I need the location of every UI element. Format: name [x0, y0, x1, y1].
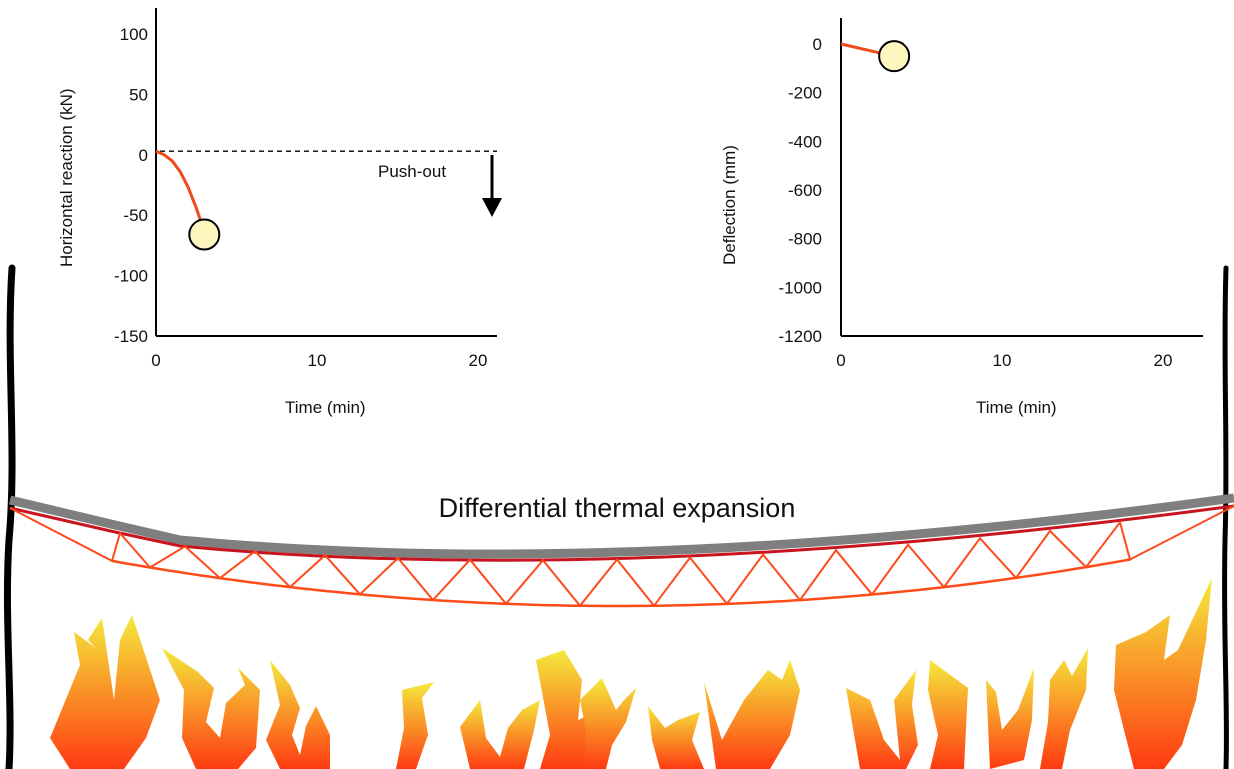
wall-left	[3, 264, 16, 769]
concrete-slab	[8, 493, 1234, 559]
flame-8	[648, 706, 704, 769]
flame-10	[846, 670, 918, 769]
chart2-y-tick-labels: 0 -200 -400 -600 -800 -1000 -1200	[779, 35, 822, 346]
horizontal-reaction-chart: 100 50 0 -50 -100 -150 0 10 20 Push-out Time (m…	[57, 8, 502, 417]
wall-right	[1222, 265, 1229, 769]
y-tick-label: -150	[114, 327, 148, 346]
truss-web-zigzag	[9, 505, 1234, 608]
flame-3	[266, 660, 330, 769]
flame-12	[986, 668, 1034, 769]
x-tick-label: 10	[993, 351, 1012, 370]
x-tick-label: 0	[836, 351, 845, 370]
failure-point-marker	[188, 218, 221, 251]
flame-11	[928, 660, 968, 769]
y-tick-label: -50	[123, 206, 148, 225]
chart1-y-axis-label: Horizontal reaction (kN)	[57, 88, 76, 267]
truss-web-members	[9, 505, 1234, 608]
truss-bottom-chord	[111, 558, 1131, 608]
diagram-title: Differential thermal expansion	[439, 493, 796, 523]
flame-13	[1040, 648, 1088, 769]
truss-top-chord	[9, 504, 1234, 562]
push-out-arrow-head	[482, 198, 502, 217]
y-tick-label: 50	[129, 85, 148, 104]
y-tick-label: 100	[120, 25, 148, 44]
flame-7	[580, 678, 636, 769]
deflection-end-marker	[878, 40, 911, 73]
x-tick-label: 20	[1154, 351, 1173, 370]
flame-4	[396, 682, 434, 769]
y-tick-label: -800	[788, 230, 822, 249]
deflection-chart: 0 -200 -400 -600 -800 -1000 -1200 0 10 20 Time (…	[720, 18, 1203, 417]
chart1-x-axis-label: Time (min)	[285, 398, 366, 417]
chart2-x-tick-labels: 0 10 20	[836, 351, 1172, 370]
flame-2	[162, 648, 260, 769]
chart1-y-tick-labels: 100 50 0 -50 -100 -150	[114, 25, 148, 346]
y-tick-label: -600	[788, 181, 822, 200]
flame-14	[1114, 578, 1212, 769]
push-out-annotation: Push-out	[378, 162, 446, 181]
y-tick-label: -100	[114, 267, 148, 286]
chart2-y-axis-label: Deflection (mm)	[720, 145, 739, 265]
y-tick-label: -400	[788, 132, 822, 151]
y-tick-label: 0	[813, 35, 822, 54]
x-tick-label: 0	[151, 351, 160, 370]
flame-1	[50, 615, 160, 769]
flame-9	[704, 660, 800, 769]
x-tick-label: 10	[308, 351, 327, 370]
flame-5	[460, 700, 540, 769]
x-tick-label: 20	[469, 351, 488, 370]
y-tick-label: -1000	[779, 278, 822, 297]
y-tick-label: 0	[139, 146, 148, 165]
y-tick-label: -200	[788, 84, 822, 103]
y-tick-label: -1200	[779, 327, 822, 346]
chart1-x-tick-labels: 0 10 20	[151, 351, 487, 370]
chart2-x-axis-label: Time (min)	[976, 398, 1057, 417]
fire-flames	[50, 578, 1212, 769]
